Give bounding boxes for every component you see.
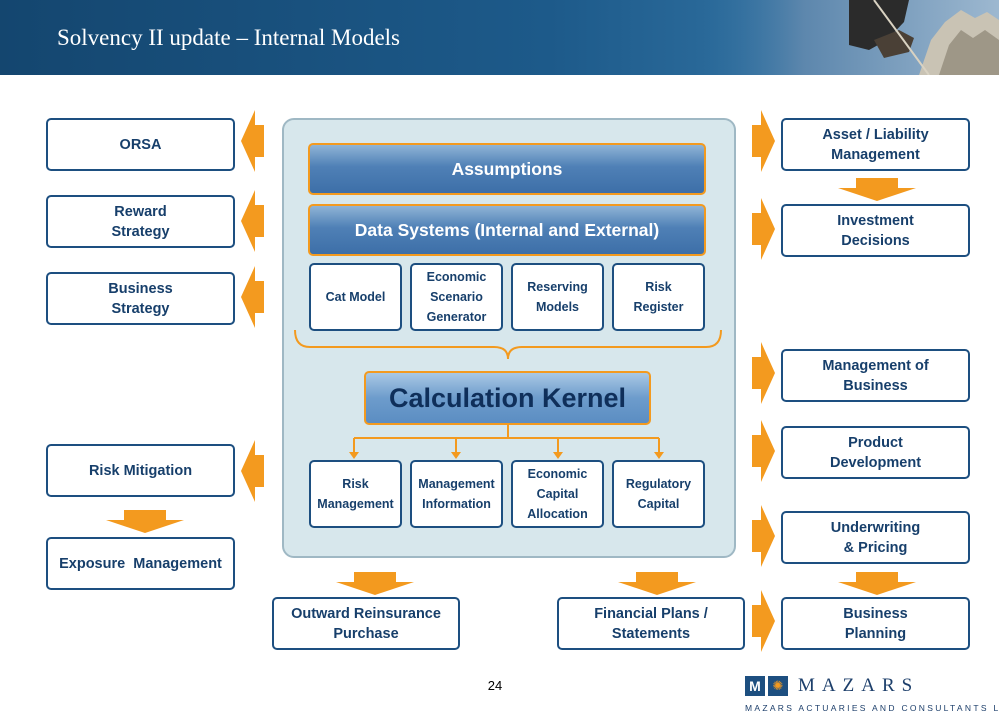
down-arrow-icon <box>336 572 414 595</box>
business-strategy-label: Business Strategy <box>108 280 173 317</box>
economic-scenario-generator-box: Economic Scenario Generator <box>410 263 503 331</box>
calculation-kernel-label: Calculation Kernel <box>388 382 627 413</box>
slide-header: Solvency II update – Internal Models <box>0 0 999 75</box>
asset-liability-management-label: Asset / Liability Management <box>822 126 929 163</box>
down-arrow-icon <box>838 178 916 201</box>
economic-scenario-generator-label: Economic Scenario Generator <box>426 270 487 324</box>
reward-strategy-label: Reward Strategy <box>111 203 170 240</box>
cat-model-label: Cat Model <box>325 290 386 304</box>
product-development-label: Product Development <box>829 434 922 471</box>
slide-title: Solvency II update – Internal Models <box>57 25 400 50</box>
mazars-logo-tagline: MAZARS ACTUARIES AND CONSULTANTS LLP <box>745 703 999 713</box>
investment-decisions-label: Investment Decisions <box>837 212 914 249</box>
regulatory-capital-label: Regulatory Capital <box>625 477 692 511</box>
outward-reinsurance-box: Outward Reinsurance Purchase <box>272 597 460 650</box>
down-arrow-icon <box>618 572 696 595</box>
asset-liability-management-box: Asset / Liability Management <box>781 118 970 171</box>
chevron-left-arrow-icon <box>241 266 264 328</box>
mazars-logo-name: MAZARS <box>798 675 920 696</box>
risk-register-box: Risk Register <box>612 263 705 331</box>
cat-model-box: Cat Model <box>309 263 402 331</box>
investment-decisions-box: Investment Decisions <box>781 204 970 257</box>
reward-strategy-box: Reward Strategy <box>46 195 235 248</box>
risk-mitigation-label: Risk Mitigation <box>88 462 193 479</box>
header-photo-image <box>699 0 999 75</box>
chevron-left-arrow-icon <box>241 190 264 252</box>
mazars-logo-mark: M <box>745 676 765 696</box>
assumptions-label: Assumptions <box>451 158 563 179</box>
business-strategy-box: Business Strategy <box>46 272 235 325</box>
business-planning-label: Business Planning <box>843 605 908 642</box>
regulatory-capital-box: Regulatory Capital <box>612 460 705 528</box>
product-development-box: Product Development <box>781 426 970 479</box>
page-number: 24 <box>487 678 503 693</box>
management-of-business-label: Management of Business <box>822 357 929 394</box>
management-of-business-box: Management of Business <box>781 349 970 402</box>
business-planning-box: Business Planning <box>781 597 970 650</box>
chevron-right-arrow-icon <box>752 110 775 172</box>
exposure-management-label: Exposure Management <box>59 555 222 572</box>
reserving-models-box: Reserving Models <box>511 263 604 331</box>
star-icon: ✺ <box>768 676 788 696</box>
underwriting-pricing-box: Underwriting & Pricing <box>781 511 970 564</box>
orsa-label: ORSA <box>119 136 162 153</box>
economic-capital-allocation-box: Economic Capital Allocation <box>511 460 604 528</box>
risk-mitigation-box: Risk Mitigation <box>46 444 235 497</box>
calculation-kernel: Calculation Kernel <box>364 371 651 425</box>
down-arrow-icon <box>838 572 916 595</box>
chevron-right-arrow-icon <box>752 590 775 652</box>
outward-reinsurance-label: Outward Reinsurance Purchase <box>291 605 441 642</box>
economic-capital-allocation-label: Economic Capital Allocation <box>527 467 588 521</box>
chevron-right-arrow-icon <box>752 342 775 404</box>
down-arrow-icon <box>106 510 184 533</box>
kernel-connectors <box>294 329 722 459</box>
assumptions-bar: Assumptions <box>308 143 706 195</box>
chevron-left-arrow-icon <box>241 110 264 172</box>
risk-management-box: Risk Management <box>309 460 402 528</box>
financial-plans-label: Financial Plans / Statements <box>594 605 708 642</box>
chevron-right-arrow-icon <box>752 505 775 567</box>
management-information-label: Management Information <box>418 477 495 511</box>
financial-plans-box: Financial Plans / Statements <box>557 597 745 650</box>
data-systems-label: Data Systems (Internal and External) <box>354 219 660 240</box>
underwriting-pricing-label: Underwriting & Pricing <box>830 519 921 556</box>
chevron-right-arrow-icon <box>752 198 775 260</box>
orsa-box: ORSA <box>46 118 235 171</box>
risk-register-label: Risk Register <box>633 280 684 314</box>
risk-management-label: Risk Management <box>317 477 394 511</box>
exposure-management-box: Exposure Management <box>46 537 235 590</box>
chevron-right-arrow-icon <box>752 420 775 482</box>
reserving-models-label: Reserving Models <box>527 280 588 314</box>
data-systems-bar: Data Systems (Internal and External) <box>308 204 706 256</box>
management-information-box: Management Information <box>410 460 503 528</box>
chevron-left-arrow-icon <box>241 440 264 502</box>
